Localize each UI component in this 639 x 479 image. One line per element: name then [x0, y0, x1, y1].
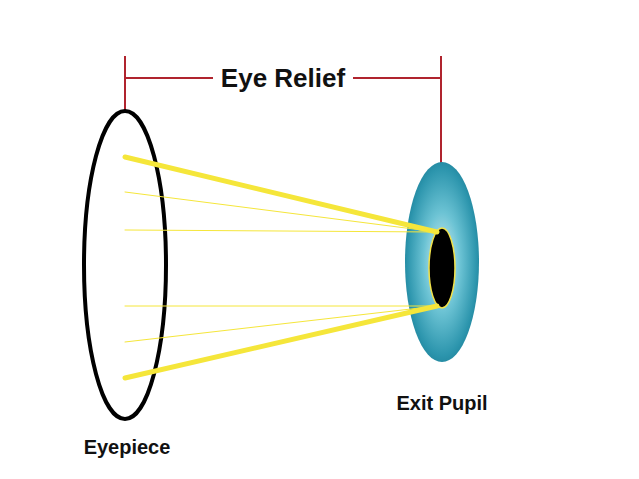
dimension-label: Eye Relief: [213, 64, 353, 93]
part-label: Exit Pupil: [396, 392, 487, 414]
part-label: Eyepiece: [84, 436, 171, 458]
exit-pupil: [429, 228, 455, 308]
dimension-extension-line: [124, 56, 126, 110]
light-rays: [125, 157, 437, 378]
eye-iris: [405, 162, 479, 362]
